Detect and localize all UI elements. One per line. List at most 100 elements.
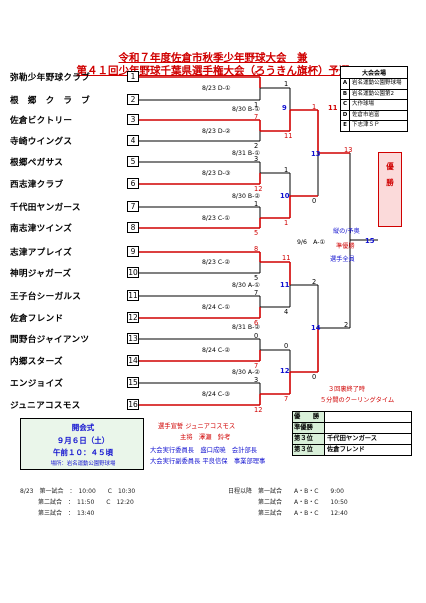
schedule-line: 8/23 第一試合 ： 10:00 C 10:30 [20,488,136,495]
score: 8 [254,245,259,253]
team-name: 王子台シーガルス [10,292,82,302]
match-label: 8/30 B-① [232,106,260,113]
score: 2 [344,321,349,329]
team-name: 南志津ツインズ [10,224,73,234]
champion-box: 優 勝 [378,152,402,227]
venue-key: B [341,89,350,100]
team-number: 7 [127,201,139,212]
team-name: エンジョイズ [10,379,64,389]
round-number: 12 [280,367,290,375]
match-label: 8/24 C-① [202,304,230,311]
score: 2 [254,142,259,150]
page-title-line2: 第４１回少年野球千葉県選手権大会（ろうきん旗杯）予選 [76,65,350,77]
score: 1 [312,103,317,111]
result-row: 第３位佐倉フレンド [293,445,411,455]
page-title-line1: 令和７年度佐倉市秋季少年野球大会 兼 [118,52,308,64]
team-name: ジュニアコスモス [10,401,81,411]
match-label: 8/23 C-② [202,259,230,266]
result-label: 第３位 [293,434,325,444]
score: 6 [254,70,259,78]
schedule-line: 第二試合 A・B・C 10:50 [228,499,348,506]
score: 0 [284,342,289,350]
team-name: 弥勒少年野球クラブ [10,73,91,83]
result-row: 第３位千代田ヤンガース [293,434,411,445]
team-name: 根 郷 ク ラ ブ [10,96,91,106]
team-number: 3 [127,114,139,125]
final-note: ５分間のクーリングタイム [320,397,395,404]
team-number: 14 [127,355,139,366]
ceremony-time: 午前１０：４５頃 [53,448,113,457]
score: 1 [284,166,289,174]
venue-value: 岩名運動公園野球場 [352,80,402,86]
match-label: 8/31 B-② [232,324,260,331]
score: 0 [312,373,317,381]
round-number: 11 [328,104,338,112]
venue-legend-header: 大会会場 [341,67,407,79]
team-name: 千代田ヤンガース [10,203,81,213]
score: 11 [284,132,293,140]
score: 3 [254,376,259,384]
team-number: 6 [127,178,139,189]
team-name: 内郷スターズ [10,357,63,367]
score: 3 [254,155,259,163]
score: 1 [254,101,259,109]
team-number: 12 [127,312,139,323]
round-number: 14 [311,324,321,332]
match-label: 8/23 D-① [202,85,231,92]
team-number: 9 [127,246,139,257]
match-label: 8/23 D-② [202,128,231,135]
team-number: 10 [127,267,139,278]
schedule-line: 第三試合 ： 13:40 [20,510,95,517]
results-table: 優 勝 準優勝 第３位千代田ヤンガース 第３位佐倉フレンド [292,411,412,456]
result-row: 優 勝 [293,412,411,423]
round-number: 9 [282,104,287,112]
match-label: 8/24 C-③ [202,391,230,398]
team-number: 2 [127,94,139,105]
result-value: 佐倉フレンド [327,446,365,453]
score: 0 [312,197,317,205]
result-label: 優 勝 [293,412,325,422]
match-label: 8/23 C-① [202,215,230,222]
team-number: 5 [127,156,139,167]
round-number: 11 [280,281,290,289]
team-name: 寺崎ウイングス [10,137,73,147]
final-note: ３回裏終了時 [328,386,366,393]
score: 7 [254,113,259,121]
final-note: 縦の/予奥 [333,228,360,235]
final-note: 選手全員 [330,256,355,263]
staff-line: 選手宣誓 ジュニアコスモス [158,423,236,430]
venue-value: 下志津ＳＰ [352,122,380,129]
ceremony-venue: 場所：岩名運動公園野球場 [50,461,116,467]
result-value [325,412,411,422]
result-value [325,423,411,433]
team-name: 神明ジャガーズ [10,269,72,279]
staff-line: 大会実行副委員長 平良信保 事業部理事 [150,458,266,465]
score: 5 [254,229,259,237]
match-label: 8/24 C-② [202,347,230,354]
team-name: 志津アプレイズ [10,248,72,258]
champion-label-1: 優 [386,162,394,171]
schedule-line: 第三試合 A・B・C 12:40 [228,510,348,517]
score: 6 [254,319,259,327]
score: 12 [254,185,263,193]
ceremony-date: ９月６日（土） [56,436,110,445]
result-label: 第３位 [293,445,325,455]
champion-label-2: 勝 [386,178,394,187]
score: 2 [312,278,317,286]
team-number: 15 [127,377,139,388]
score: 11 [282,254,291,262]
match-label: 8/23 D-③ [202,170,231,177]
score: 7 [254,362,259,370]
result-value: 千代田ヤンガース [327,435,378,442]
result-label: 準優勝 [293,423,325,433]
venue-key: E [341,121,350,131]
team-number: 13 [127,333,139,344]
round-number: 10 [280,192,290,200]
team-name: 佐倉ビクトリー [10,116,73,126]
score: 0 [254,332,259,340]
score: 7 [284,395,289,403]
